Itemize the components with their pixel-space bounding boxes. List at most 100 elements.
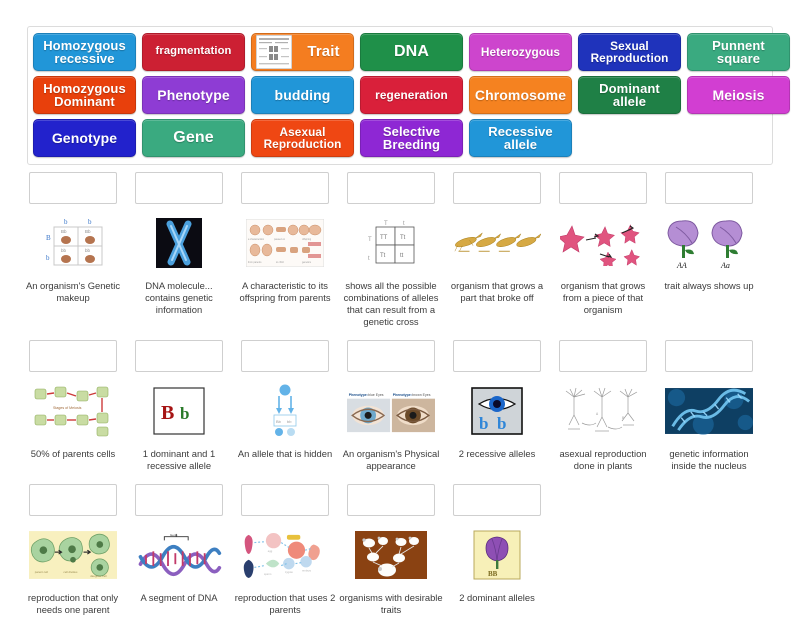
answer-card-caption: organism that grows from a piece of that… [560, 280, 646, 316]
svg-text:TT: TT [380, 235, 388, 241]
answer-drop-slot[interactable] [135, 172, 223, 204]
svg-text:AA: AA [676, 261, 687, 270]
answer-drop-slot[interactable] [559, 340, 647, 373]
answer-card-caption: reproduction that only needs one parent [27, 592, 119, 616]
answer-drop-slot[interactable] [665, 340, 753, 373]
answer-card: Stages of Meiosis 50% of parents cells [29, 340, 117, 472]
dna-helix-blue-image [665, 380, 753, 442]
svg-text:parent cell: parent cell [35, 570, 49, 574]
answer-drop-slot[interactable] [453, 172, 541, 204]
svg-text:A: A [596, 412, 599, 416]
word-tile[interactable]: DNA [360, 33, 463, 71]
answer-drop-slot[interactable] [665, 172, 753, 204]
answer-card-caption: asexual reproduction done in plants [559, 448, 647, 472]
answer-drop-slot[interactable] [29, 340, 117, 373]
svg-text:to child: to child [276, 261, 284, 264]
answer-drop-slot[interactable] [241, 172, 329, 204]
word-tile-label: Sexual Reproduction [590, 38, 669, 65]
svg-text:t: t [403, 221, 405, 227]
answer-card-caption: organisms with desirable traits [339, 592, 443, 616]
answer-card-caption: organism that grows a part that broke of… [450, 280, 544, 304]
word-tile[interactable]: Sexual Reproduction [578, 33, 681, 71]
word-tile-label: Asexual Reproduction [263, 124, 342, 151]
answer-drop-slot[interactable] [241, 484, 329, 517]
word-tile-label: Dominant allele [599, 80, 660, 109]
svg-text:b: b [497, 414, 506, 433]
svg-text:b: b [180, 404, 189, 423]
answer-drop-slot[interactable] [135, 484, 223, 517]
answer-drop-slot[interactable] [29, 172, 117, 204]
answer-drop-slot[interactable] [135, 340, 223, 373]
word-tile[interactable]: Homozygous recessive [33, 33, 136, 71]
word-tile-label: Punnent square [712, 37, 765, 66]
word-tile[interactable]: Genotype [33, 119, 136, 157]
word-tile[interactable]: fragmentation [142, 33, 245, 71]
word-tile[interactable]: budding [251, 76, 354, 114]
card-row: Stages of Meiosis 50% of parents cells B… [29, 340, 775, 472]
answer-card: genetic information inside the nucleus [665, 340, 753, 472]
word-tile[interactable]: Punnent square [687, 33, 790, 71]
svg-text:Phenotype:: Phenotype: [393, 393, 412, 397]
word-tile[interactable]: Gene [142, 119, 245, 157]
word-tile-label: Genotype [51, 129, 118, 146]
word-tile-thumbnail-icon [256, 35, 292, 69]
word-tile[interactable]: Dominant allele [578, 76, 681, 114]
answer-drop-slot[interactable] [559, 172, 647, 204]
svg-text:Bb: Bb [276, 419, 282, 424]
word-tile[interactable]: Homozygous Dominant [33, 76, 136, 114]
svg-text:tt: tt [400, 253, 404, 259]
answer-drop-slot[interactable] [453, 484, 541, 517]
answer-drop-slot[interactable] [453, 340, 541, 373]
answer-drop-slot[interactable] [347, 340, 435, 373]
svg-text:genetics: genetics [302, 261, 312, 264]
svg-text:T: T [384, 221, 388, 227]
svg-text:b: b [64, 218, 68, 226]
word-tile-label: Selective Breeding [382, 123, 441, 152]
word-tile[interactable]: Selective Breeding [360, 119, 463, 157]
answer-drop-slot[interactable] [29, 484, 117, 517]
answer-card-caption: An allele that is hidden [237, 448, 333, 460]
word-tile[interactable]: Chromosome [469, 76, 572, 114]
word-tile[interactable]: Asexual Reproduction [251, 119, 354, 157]
word-tile[interactable]: Meiosis [687, 76, 790, 114]
answer-card-caption: trait always shows up [664, 280, 754, 291]
answer-drop-slot[interactable] [347, 484, 435, 517]
answer-card-caption: A characteristic to its offspring from p… [239, 280, 331, 304]
svg-text:embryo: embryo [302, 568, 311, 572]
svg-text:B: B [622, 416, 624, 420]
answer-card: organism that grows a part that broke of… [451, 172, 543, 328]
svg-text:Tt: Tt [380, 253, 386, 259]
svg-text:zygote: zygote [285, 570, 293, 574]
answer-card-caption: An organism's Genetic makeup [25, 280, 121, 304]
bb-letters-image: B b [135, 380, 223, 442]
svg-text:Aa: Aa [720, 261, 730, 270]
word-tile[interactable]: Heterozygous [469, 33, 572, 71]
svg-text:B: B [161, 402, 174, 424]
word-tile[interactable]: Recessive allele [469, 119, 572, 157]
word-tile-label: Homozygous recessive [43, 37, 126, 66]
answer-drop-slot[interactable] [241, 340, 329, 373]
eyes-phenotype-image: Phenotype: blue Eyes Phenotype: brown Ey… [347, 380, 435, 442]
answer-card-caption: 50% of parents cells [30, 448, 116, 460]
svg-text:t: t [368, 256, 370, 262]
word-tile[interactable]: Phenotype [142, 76, 245, 114]
flower-bb-image: BB [453, 524, 541, 586]
svg-text:b: b [46, 254, 50, 262]
answer-card-caption: A segment of DNA [140, 592, 218, 604]
word-tile[interactable]: Trait [251, 33, 354, 71]
word-bank-row: Genotype Gene Asexual Reproduction Selectiv… [33, 119, 767, 157]
word-tile[interactable]: regeneration [360, 76, 463, 114]
answer-card-caption: genetic information inside the nucleus [669, 448, 749, 472]
svg-text:Bb: Bb [85, 229, 91, 234]
svg-text:daughter cell: daughter cell [90, 574, 107, 578]
svg-text:Stages of Meiosis: Stages of Meiosis [53, 406, 82, 410]
word-tile-label: budding [274, 86, 331, 103]
word-tile-label: Phenotype [157, 86, 230, 103]
eye-bb-image: b b [453, 380, 541, 442]
answer-drop-slot[interactable] [347, 172, 435, 204]
